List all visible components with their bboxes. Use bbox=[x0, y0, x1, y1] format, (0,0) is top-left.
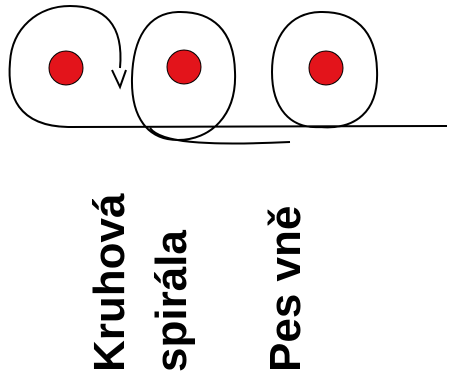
red-dot-icon bbox=[166, 49, 202, 85]
label-circular-spiral-line1: Kruhová bbox=[85, 193, 134, 372]
label-dog-outside: Pes vně bbox=[261, 206, 310, 372]
baseline-path bbox=[67, 125, 448, 128]
loop-path-right bbox=[270, 10, 379, 129]
red-dot-icon bbox=[48, 50, 84, 86]
spiral-path bbox=[8, 4, 122, 128]
arrowhead-down-icon bbox=[111, 69, 127, 90]
label-circular-spiral-line2: spirála bbox=[147, 230, 196, 372]
lower-connector-path bbox=[149, 127, 291, 145]
red-dot-icon bbox=[308, 50, 344, 86]
